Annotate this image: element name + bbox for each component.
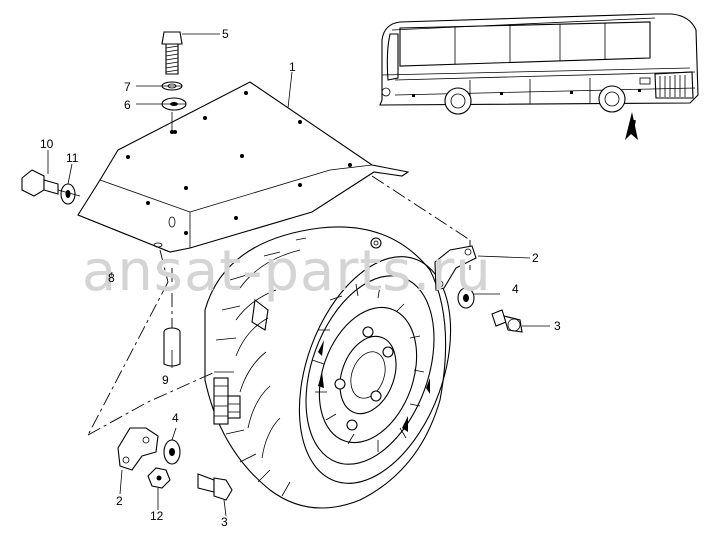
- callout-11: 11: [66, 151, 79, 165]
- callout-2-bottom: 2: [116, 494, 123, 508]
- leader-lines: [47, 33, 550, 517]
- bolt-3-top: [491, 309, 523, 333]
- bolt-10: [21, 169, 59, 197]
- callout-10: 10: [40, 137, 54, 151]
- nut-12: [147, 467, 171, 489]
- callout-12: 12: [150, 509, 164, 523]
- spacer-9: [163, 327, 181, 367]
- callout-2-top: 2: [532, 251, 539, 265]
- callout-7: 7: [124, 80, 131, 94]
- callout-4-bottom: 4: [172, 411, 179, 425]
- callouts: 1 2 2 3 3 4 4 5 6 7 8 9 10 11 12: [40, 27, 561, 529]
- callout-6: 6: [124, 98, 131, 112]
- callout-5: 5: [222, 27, 229, 41]
- callout-8: 8: [108, 271, 115, 285]
- watermark: ansat-parts.ru: [82, 239, 492, 304]
- callout-3-top: 3: [554, 319, 561, 333]
- mounting-plate: [77, 81, 410, 253]
- callout-9: 9: [162, 373, 169, 387]
- callout-4-top: 4: [512, 282, 519, 296]
- bracket-2-bottom: [117, 427, 159, 471]
- fan-assembly: [204, 226, 452, 509]
- bracket-2-top: [434, 245, 477, 291]
- callout-1: 1: [289, 60, 296, 74]
- bolt-5: [161, 31, 183, 75]
- bus-illustration: [379, 13, 699, 140]
- callout-3-bottom: 3: [221, 515, 228, 529]
- bolt-3-bottom: [197, 473, 233, 501]
